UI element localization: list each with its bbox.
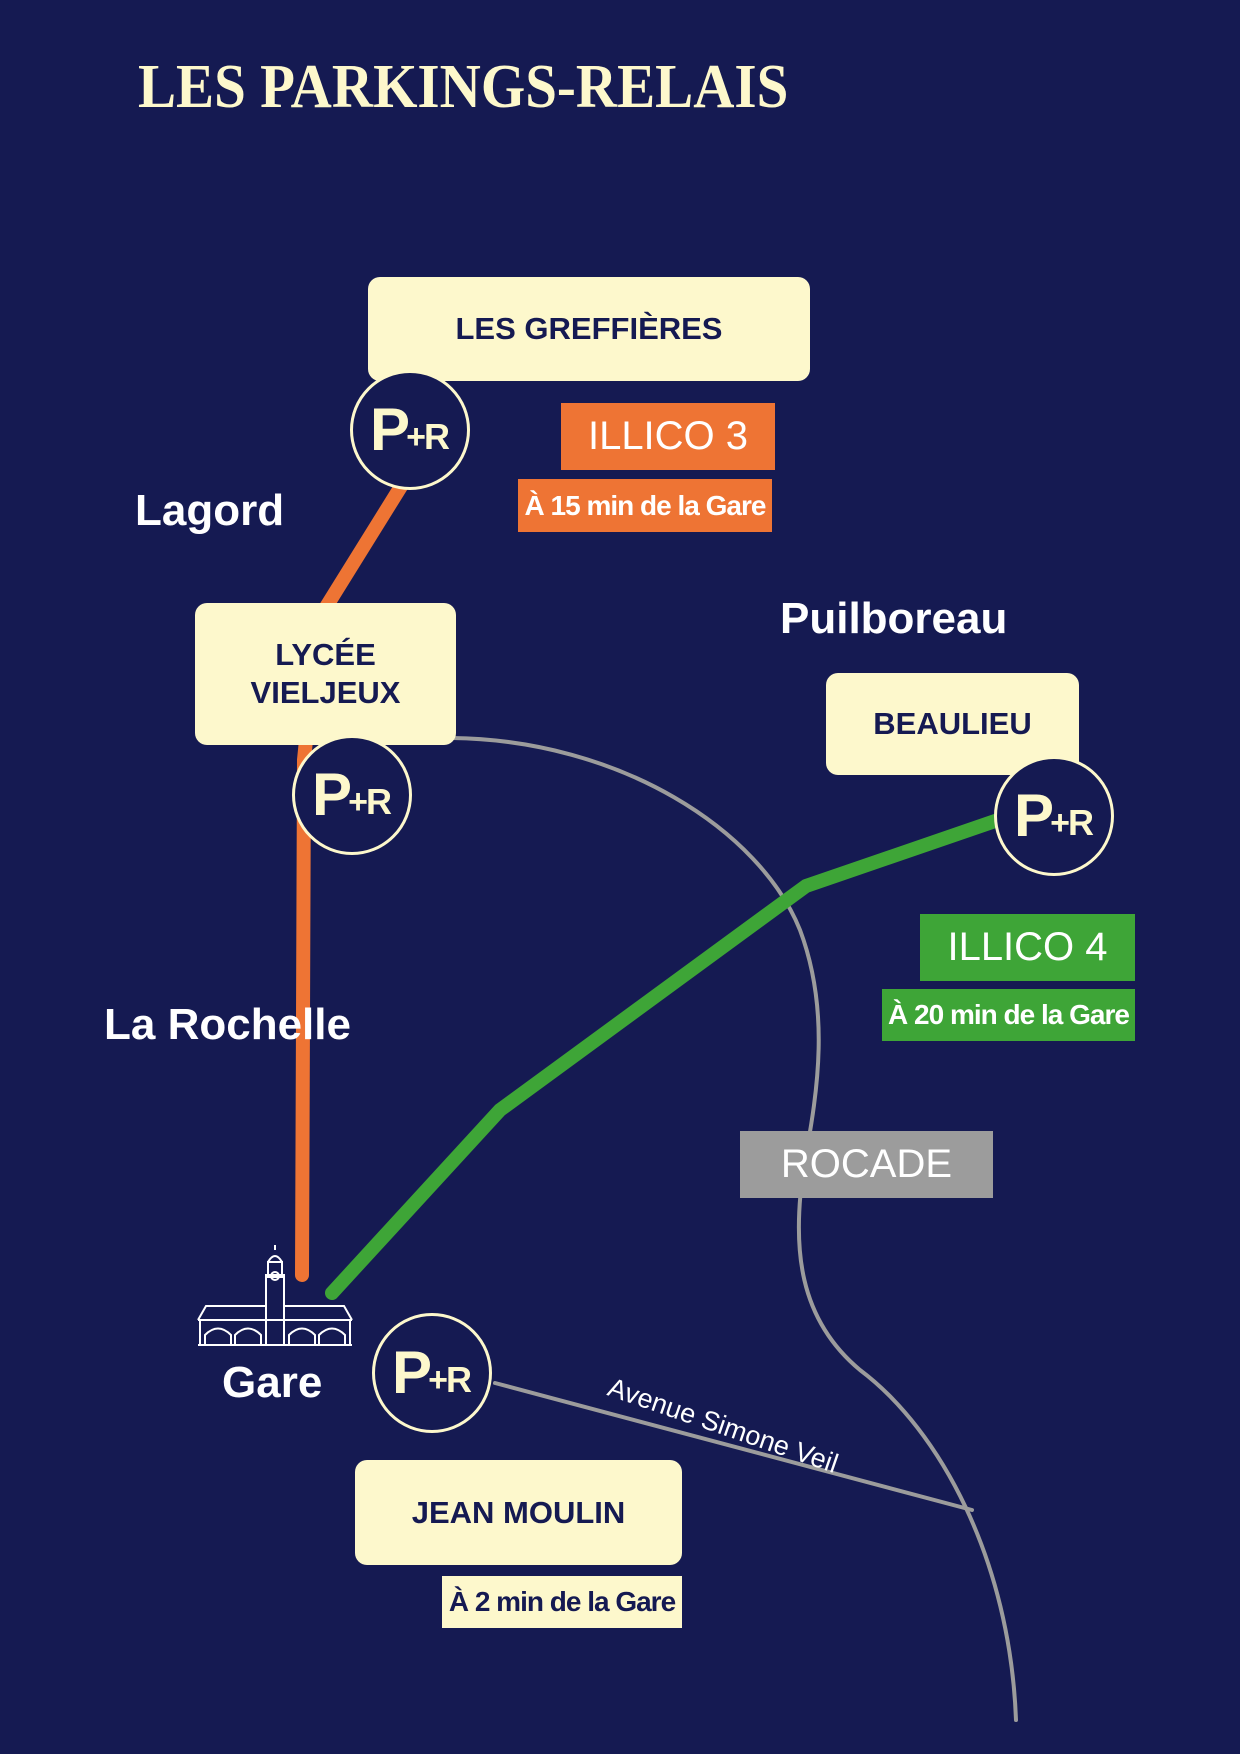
place-puilboreau: Puilboreau — [780, 594, 1008, 643]
stop-jean-moulin[interactable]: JEAN MOULIN — [355, 1460, 682, 1565]
illico-3-badge: ILLICO 3 — [561, 403, 775, 470]
stop-les-greffieres[interactable]: LES GREFFIÈRES — [368, 277, 810, 381]
rocade-label: ROCADE — [740, 1131, 993, 1198]
park-and-ride-icon[interactable]: P+R — [292, 735, 412, 855]
avenue-simone-veil-road — [493, 1381, 974, 1512]
illico-4-time-badge: À 20 min de la Gare — [882, 989, 1135, 1041]
park-and-ride-icon[interactable]: P+R — [994, 756, 1114, 876]
jean-moulin-time-badge: À 2 min de la Gare — [442, 1576, 682, 1628]
stop-name: LES GREFFIÈRES — [455, 311, 723, 346]
place-lagord: Lagord — [135, 486, 285, 535]
illico-3-time-badge: À 15 min de la Gare — [518, 479, 772, 532]
park-and-ride-icon[interactable]: P+R — [372, 1313, 492, 1433]
park-and-ride-icon[interactable]: P+R — [350, 370, 470, 490]
rocade-road — [450, 736, 1018, 1722]
place-gare: Gare — [222, 1358, 323, 1407]
illico-4-route — [325, 813, 1005, 1300]
page-title: LES PARKINGS-RELAIS — [138, 53, 789, 121]
illico-4-badge: ILLICO 4 — [920, 914, 1135, 981]
train-station-icon — [197, 1245, 353, 1346]
illico-3-route — [295, 473, 412, 1282]
place-la-rochelle: La Rochelle — [104, 1000, 351, 1049]
stop-name: BEAULIEU — [873, 706, 1032, 741]
stop-name: JEAN MOULIN — [411, 1494, 626, 1530]
